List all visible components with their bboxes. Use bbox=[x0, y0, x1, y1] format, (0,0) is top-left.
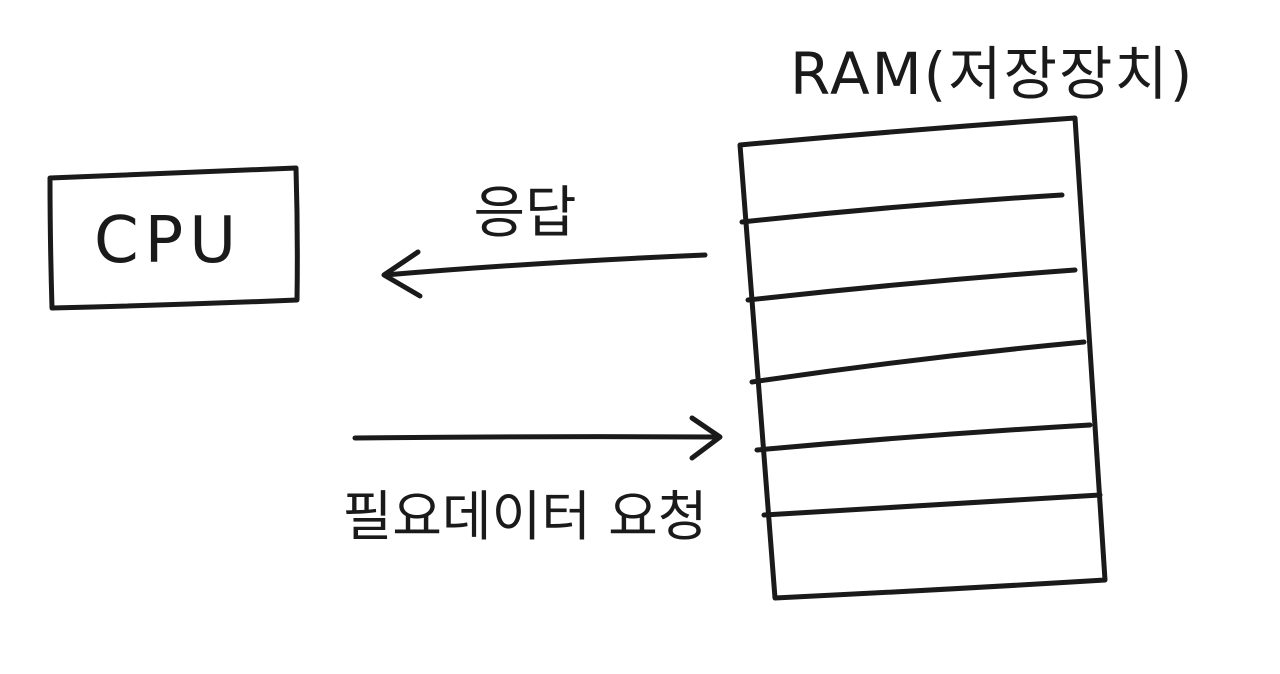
ram-divider bbox=[745, 267, 1078, 303]
cpu-node: CPU bbox=[47, 165, 300, 311]
ram-node bbox=[737, 115, 1108, 601]
cpu-box bbox=[47, 165, 300, 311]
request-label: 필요데이터 요청 bbox=[343, 485, 708, 548]
request-arrow: 필요데이터 요청 bbox=[343, 415, 723, 548]
ram-outline bbox=[737, 115, 1108, 601]
request-arrowhead bbox=[689, 415, 723, 461]
ram-divider bbox=[739, 192, 1065, 225]
cpu-label: CPU bbox=[94, 204, 242, 278]
ram-divider bbox=[754, 422, 1093, 453]
response-label: 응답 bbox=[473, 181, 576, 246]
request-arrow-line bbox=[352, 434, 721, 441]
ram-divider bbox=[761, 492, 1103, 518]
ram-divider bbox=[749, 339, 1087, 385]
response-arrow-line bbox=[382, 252, 708, 278]
ram-title: RAM(저장장치) bbox=[790, 40, 1194, 108]
response-arrow: 응답 bbox=[381, 181, 708, 299]
ram-slot-dividers bbox=[739, 192, 1103, 518]
response-arrowhead bbox=[381, 249, 423, 299]
